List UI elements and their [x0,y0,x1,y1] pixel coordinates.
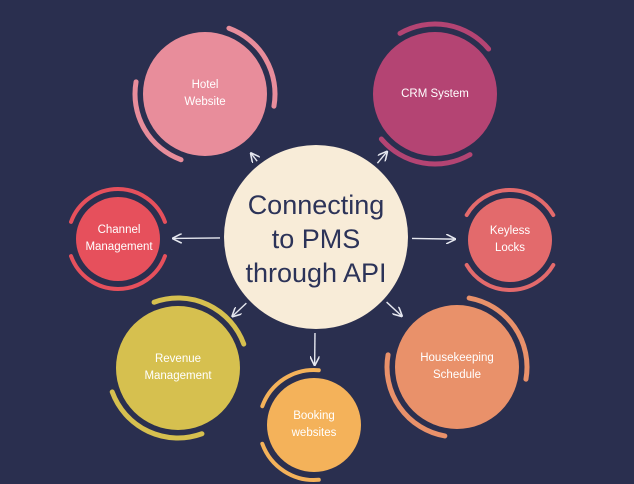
node-label-housekeeping-schedule: Housekeeping Schedule [420,352,494,381]
nodes-layer [76,32,552,472]
ring-arc-hotel-website-2 [226,25,278,109]
node-label-booking-websites: Booking websites [291,410,337,439]
center-title: Connecting to PMS through API [245,190,387,288]
ring-arc-housekeeping-schedule-1 [466,295,530,382]
ring-arc-booking-websites-1 [260,441,321,482]
arrow-to-keyless-locks [411,238,454,239]
arrows-layer [174,152,454,364]
node-circle-revenue-management [116,306,240,430]
ring-arc-channel-management-2 [69,254,167,291]
ring-arc-channel-management-1 [69,187,167,224]
node-label-revenue-management: Revenue Management [144,353,212,382]
node-circle-hotel-website [143,32,267,156]
ring-arc-booking-websites-2 [260,368,321,409]
ring-arc-revenue-management-1 [109,389,205,441]
ring-arc-housekeeping-schedule-2 [384,352,448,439]
node-circle-channel-management [76,197,160,281]
arrow-to-housekeeping-schedule [386,301,402,315]
ring-arc-hotel-website-1 [132,79,184,163]
arrow-to-crm-system [376,152,386,164]
node-circle-booking-websites [267,378,361,472]
center-circle [224,145,408,329]
ring-arc-crm-system-1 [397,21,492,52]
node-label-hotel-website: Hotel Website [184,79,226,108]
node-label-crm-system: CRM System [401,87,469,100]
ring-arc-keyless-locks-2 [464,263,556,292]
node-circle-keyless-locks [468,198,552,282]
ring-arc-keyless-locks-1 [464,188,556,217]
arrow-to-hotel-website [252,154,258,161]
ring-arc-revenue-management-2 [151,295,247,347]
ring-arc-crm-system-2 [378,136,473,167]
node-label-channel-management: Channel Management [85,224,153,253]
node-circle-crm-system [373,32,497,156]
arrow-to-revenue-management [233,302,247,316]
rings-layer [69,21,556,482]
node-label-keyless-locks: Keyless Locks [489,225,531,254]
node-circle-housekeeping-schedule [395,305,519,429]
